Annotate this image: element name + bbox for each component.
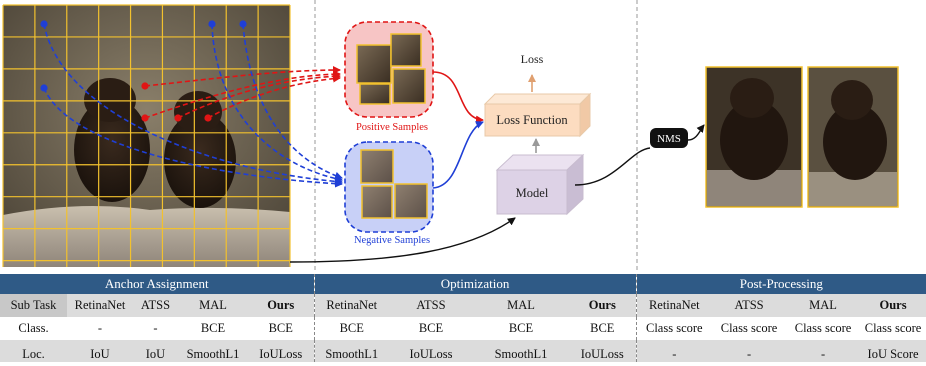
- class-cell: -: [67, 317, 133, 340]
- output-crop-2: [807, 66, 899, 208]
- nms-to-output-arrow: [687, 124, 705, 141]
- class-cell: BCE: [569, 317, 637, 340]
- section-header: Optimization: [313, 274, 637, 294]
- method-cell: MAL: [786, 294, 861, 317]
- row-header: Loc.: [0, 340, 67, 362]
- positive-patch: [392, 68, 426, 104]
- row-header: Class.: [0, 317, 67, 340]
- loss-function-label: Loss Function: [496, 113, 568, 127]
- class-cell: BCE: [248, 317, 314, 340]
- positive-patch: [359, 83, 391, 105]
- loc-cell: IoU Score: [860, 340, 926, 362]
- input-image: [3, 5, 290, 267]
- negative-to-loss-arrow: [432, 121, 484, 189]
- nms-badge: NMS: [650, 128, 688, 148]
- negative-assignment-curves: [43, 23, 343, 188]
- pipeline-diagram: Positive Samples Negative Samples Loss F…: [2, 0, 899, 270]
- class-cell: -: [133, 317, 178, 340]
- positive-patch: [356, 44, 392, 84]
- section-header: Post-Processing: [635, 274, 926, 294]
- loc-cell: -: [712, 340, 787, 362]
- method-cell: Ours: [248, 294, 314, 317]
- positive-assignment-curves: [144, 66, 341, 119]
- class-cell: Class score: [635, 317, 713, 340]
- loc-cell: IoULoss: [248, 340, 314, 362]
- loss-label: Loss: [521, 52, 544, 66]
- image-to-model-arrow: [289, 217, 516, 263]
- method-cell: ATSS: [133, 294, 178, 317]
- loc-cell: IoU: [67, 340, 133, 362]
- output-crop-1: [705, 66, 803, 208]
- method-cell: RetinaNet: [635, 294, 713, 317]
- class-cell: BCE: [473, 317, 569, 340]
- class-cell: Class score: [860, 317, 926, 340]
- method-cell: MAL: [178, 294, 248, 317]
- model-to-nms-arrow: [574, 147, 651, 186]
- negative-samples-label: Negative Samples: [354, 235, 430, 246]
- loc-cell: IoULoss: [569, 340, 637, 362]
- loc-cell: SmoothL1: [178, 340, 248, 362]
- nms-label: NMS: [657, 133, 681, 145]
- class-cell: Class score: [712, 317, 787, 340]
- loc-cell: IoULoss: [389, 340, 473, 362]
- row-header: Sub Task: [0, 294, 67, 317]
- negative-patch: [394, 183, 428, 219]
- class-cell: BCE: [313, 317, 389, 340]
- loss-function-box: Loss Function: [483, 92, 592, 138]
- class-cell: Class score: [786, 317, 861, 340]
- model-box: Model: [495, 153, 585, 216]
- loc-cell: SmoothL1: [473, 340, 569, 362]
- method-cell: ATSS: [712, 294, 787, 317]
- method-cell: RetinaNet: [67, 294, 133, 317]
- method-cell: ATSS: [389, 294, 473, 317]
- negative-patch: [360, 149, 394, 184]
- loc-cell: -: [635, 340, 713, 362]
- method-cell: RetinaNet: [313, 294, 389, 317]
- positive-to-loss-arrow: [432, 71, 484, 124]
- positive-patch: [390, 33, 422, 67]
- positive-samples-label: Positive Samples: [356, 122, 428, 133]
- negative-samples-group: Negative Samples: [344, 141, 434, 246]
- loc-cell: SmoothL1: [313, 340, 389, 362]
- section-header: Anchor Assignment: [0, 274, 314, 294]
- positive-samples-group: Positive Samples: [344, 21, 434, 133]
- method-cell: MAL: [473, 294, 569, 317]
- negative-patch: [361, 185, 393, 219]
- class-cell: BCE: [389, 317, 473, 340]
- method-cell: Ours: [569, 294, 637, 317]
- loc-cell: IoU: [133, 340, 178, 362]
- class-cell: BCE: [178, 317, 248, 340]
- loc-cell: -: [786, 340, 861, 362]
- model-label: Model: [516, 186, 549, 200]
- method-cell: Ours: [860, 294, 926, 317]
